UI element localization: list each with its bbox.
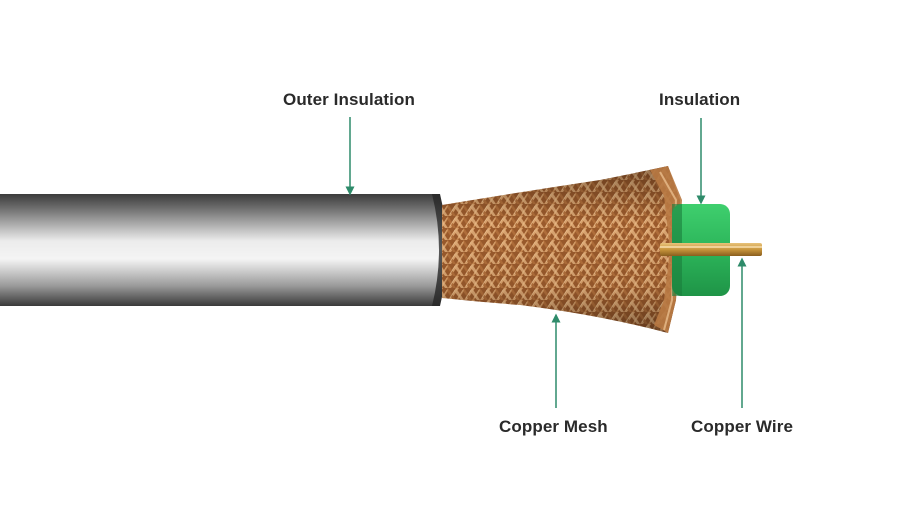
copper-core bbox=[660, 243, 762, 256]
label-outer-insulation: Outer Insulation bbox=[283, 90, 415, 109]
copper-mesh bbox=[442, 166, 682, 333]
label-copper-wire: Copper Wire bbox=[691, 417, 794, 436]
label-copper-mesh: Copper Mesh bbox=[499, 417, 608, 436]
outer-jacket bbox=[0, 194, 447, 306]
label-insulation: Insulation bbox=[659, 90, 741, 109]
